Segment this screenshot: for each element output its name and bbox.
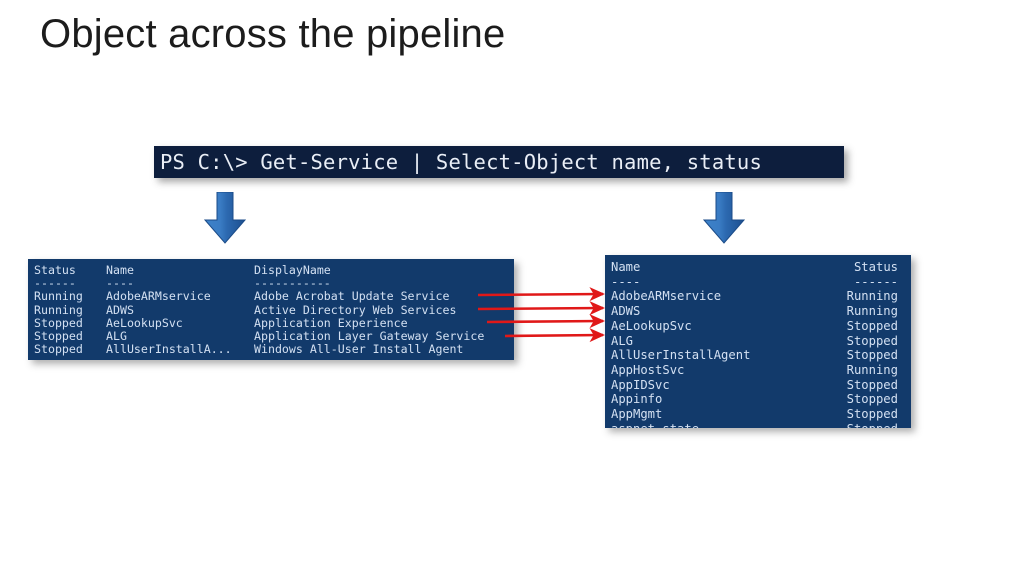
cell-status: Stopped (846, 348, 898, 363)
table-row: Running AdobeARMservice Adobe Acrobat Upda… (34, 290, 508, 303)
cell-status: Running (846, 304, 898, 319)
table-row: AllUserInstallAgent Stopped (611, 348, 905, 363)
table-header-row: Name Status (611, 260, 905, 275)
cell-name: Appinfo (611, 392, 663, 407)
page-title: Object across the pipeline (40, 12, 506, 56)
cell-status: Stopped (34, 315, 83, 330)
table-row: Stopped AllUserInstallA... Windows All-Use… (34, 343, 508, 356)
separator-name: ---- (106, 276, 134, 291)
table-header-row: Status Name DisplayName (34, 263, 508, 277)
cell-status: Running (34, 289, 83, 304)
cell-name: ALG (106, 329, 127, 344)
column-header-displayname: DisplayName (254, 263, 331, 277)
table-row: ADWS Running (611, 304, 905, 319)
cell-name: AllUserInstallAgent (611, 348, 751, 363)
table-row: Appinfo Stopped (611, 392, 905, 407)
table-row: AppIDSvc Stopped (611, 378, 905, 393)
cell-displayname: Application Experience (254, 315, 408, 330)
cell-name: AppHostSvc (611, 362, 685, 377)
table-row: ALG Stopped (611, 334, 905, 349)
cell-displayname: Active Directory Web Services (254, 302, 457, 317)
pipeline-down-arrow-right-icon (702, 192, 746, 244)
cell-status: Stopped (846, 318, 898, 333)
separator-name: ---- (611, 274, 641, 289)
cell-name: AdobeARMservice (611, 289, 722, 304)
cell-status: Stopped (826, 422, 898, 428)
table-row: Stopped ALG Application Layer Gateway Serv… (34, 329, 508, 344)
cell-status: Running (846, 289, 898, 304)
cell-name: AeLookupSvc (611, 318, 692, 333)
separator-status: ------ (853, 274, 898, 289)
cell-status: Stopped (846, 407, 898, 422)
cell-status: Stopped (34, 342, 83, 357)
column-header-name: Name (106, 263, 134, 277)
command-text: PS C:\> Get-Service | Select-Object name… (160, 150, 763, 174)
cell-name: AeLookupSvc (106, 315, 183, 330)
table-row: AdobeARMservice Running (611, 289, 905, 304)
cell-name: ADWS (106, 302, 134, 317)
table-row: AeLookupSvc Stopped (611, 319, 905, 334)
cell-status: Stopped (846, 333, 898, 348)
cell-status: Running (34, 302, 83, 317)
cell-status: Stopped (846, 377, 898, 392)
cell-name: AdobeARMservice (106, 289, 211, 304)
cell-name: AllUserInstallA... (106, 342, 232, 357)
cell-displayname: Adobe Acrobat Update Service (254, 289, 450, 304)
cell-name: aspnet_state (611, 422, 826, 428)
cell-name: AppMgmt (611, 407, 663, 422)
table-separator-row: --------------------- (34, 277, 508, 290)
cell-status: Stopped (34, 329, 83, 344)
separator-displayname: ----------- (254, 276, 331, 291)
column-header-status: Status (853, 260, 898, 274)
cell-name: AppIDSvc (611, 377, 670, 392)
table-separator-row: ---------- (611, 275, 905, 290)
separator-status: ------ (34, 276, 76, 291)
table-row: AppMgmt Stopped (611, 407, 905, 422)
cell-name: ALG (611, 333, 634, 348)
connector-arrow-4 (504, 328, 606, 343)
column-header-status: Status (34, 263, 76, 277)
cell-status: Running (846, 362, 898, 377)
cell-status: Stopped (846, 392, 898, 407)
cell-displayname: Windows All-User Install Agent (254, 342, 464, 357)
table-row: Stopped AeLookupSvc Application Experience (34, 315, 508, 330)
table-row: AppHostSvc Running (611, 363, 905, 378)
cell-name: ADWS (611, 304, 641, 319)
pipeline-down-arrow-left-icon (203, 192, 247, 244)
cell-displayname: Application Layer Gateway Service (254, 329, 485, 344)
table-row: Running ADWS Active Directory Web Services (34, 302, 508, 317)
table-row: aspnet_stateStopped (611, 422, 905, 428)
powershell-command-bar: PS C:\> Get-Service | Select-Object name… (154, 146, 844, 178)
column-header-name: Name (611, 260, 641, 274)
